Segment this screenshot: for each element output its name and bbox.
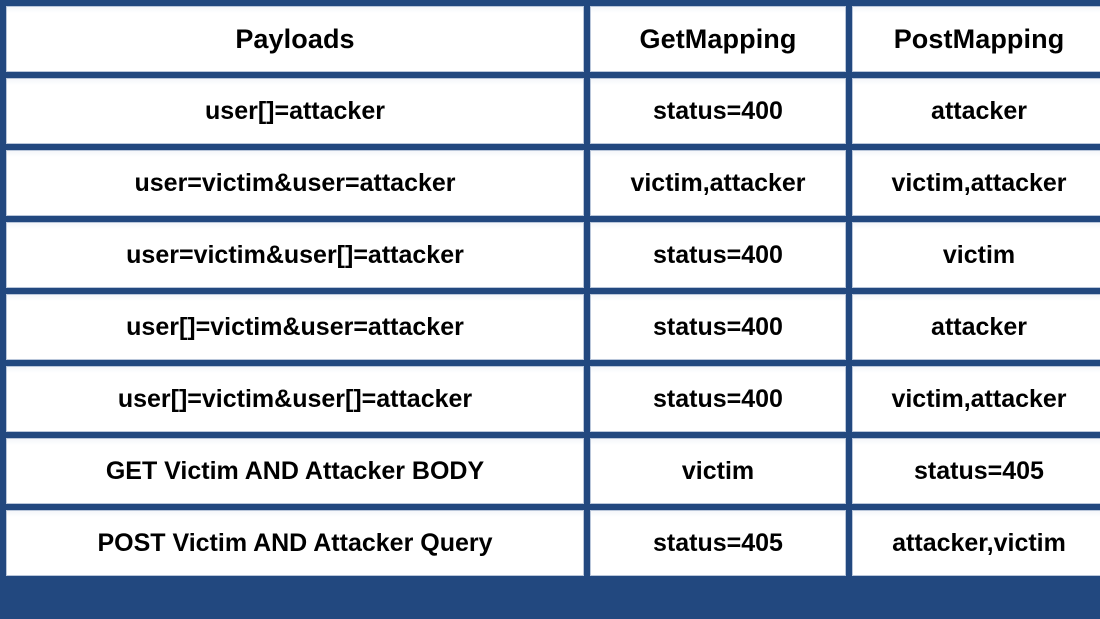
cell-getmapping-result: status=400 bbox=[590, 366, 846, 432]
cell-getmapping-result: victim,attacker bbox=[590, 150, 846, 216]
cell-payload: user[]=attacker bbox=[6, 78, 584, 144]
table-row: GET Victim AND Attacker BODY victim stat… bbox=[6, 438, 1100, 504]
cell-getmapping-result: victim bbox=[590, 438, 846, 504]
cell-getmapping-result: status=400 bbox=[590, 78, 846, 144]
cell-payload: user[]=victim&user=attacker bbox=[6, 294, 584, 360]
table-row: user[]=victim&user=attacker status=400 a… bbox=[6, 294, 1100, 360]
table-row: POST Victim AND Attacker Query status=40… bbox=[6, 510, 1100, 576]
payload-comparison-table: Payloads GetMapping PostMapping user[]=a… bbox=[6, 6, 1100, 576]
table-row: user=victim&user=attacker victim,attacke… bbox=[6, 150, 1100, 216]
cell-payload: GET Victim AND Attacker BODY bbox=[6, 438, 584, 504]
column-header-postmapping: PostMapping bbox=[852, 6, 1100, 72]
cell-getmapping-result: status=400 bbox=[590, 222, 846, 288]
cell-payload: user[]=victim&user[]=attacker bbox=[6, 366, 584, 432]
cell-postmapping-result: victim,attacker bbox=[852, 150, 1100, 216]
table-body: Payloads GetMapping PostMapping user[]=a… bbox=[6, 6, 1100, 576]
cell-postmapping-result: attacker,victim bbox=[852, 510, 1100, 576]
table-row: user[]=victim&user[]=attacker status=400… bbox=[6, 366, 1100, 432]
cell-postmapping-result: attacker bbox=[852, 294, 1100, 360]
table-header-row: Payloads GetMapping PostMapping bbox=[6, 6, 1100, 72]
table-row: user[]=attacker status=400 attacker bbox=[6, 78, 1100, 144]
cell-payload: user=victim&user[]=attacker bbox=[6, 222, 584, 288]
column-header-getmapping: GetMapping bbox=[590, 6, 846, 72]
table-row: user=victim&user[]=attacker status=400 v… bbox=[6, 222, 1100, 288]
cell-getmapping-result: status=405 bbox=[590, 510, 846, 576]
cell-postmapping-result: victim,attacker bbox=[852, 366, 1100, 432]
cell-payload: POST Victim AND Attacker Query bbox=[6, 510, 584, 576]
cell-getmapping-result: status=400 bbox=[590, 294, 846, 360]
column-header-payloads: Payloads bbox=[6, 6, 584, 72]
cell-payload: user=victim&user=attacker bbox=[6, 150, 584, 216]
cell-postmapping-result: victim bbox=[852, 222, 1100, 288]
cell-postmapping-result: status=405 bbox=[852, 438, 1100, 504]
cell-postmapping-result: attacker bbox=[852, 78, 1100, 144]
